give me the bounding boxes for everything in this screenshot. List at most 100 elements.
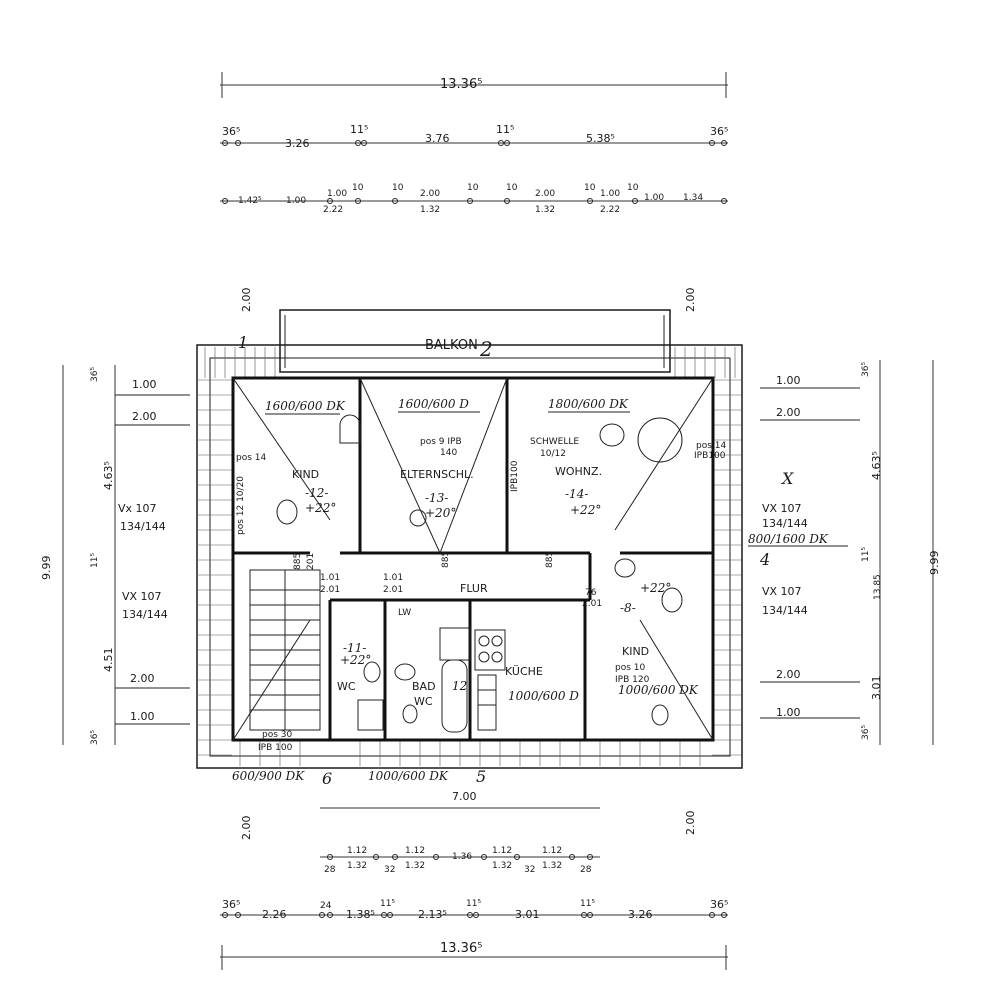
num-kind-1: -12-: [305, 486, 328, 500]
bottom-row2-d1: 2.26: [262, 908, 287, 921]
door-201-d: 2.01: [582, 599, 602, 609]
top-dimension-chains: 13.36⁵ 36⁵ 3.26 11⁵ 3.76 11⁵ 5.38⁵ 36⁵ 1…: [220, 72, 728, 215]
door-885-a: 885: [293, 553, 303, 570]
right-h-100-top: 1.00: [776, 374, 801, 387]
top-row2-d5: 5.38⁵: [586, 132, 615, 145]
note-pos12: pos 12 10/20: [236, 476, 246, 535]
top-row3-sub2: 1.32: [535, 205, 555, 215]
top-row3-d6: 10: [467, 183, 479, 193]
right-vx-1: VX 107: [762, 502, 802, 515]
right-v-4635: 4.63⁵: [870, 451, 883, 480]
left-v-365-bot: 36⁵: [90, 730, 100, 745]
room-wc: WC: [337, 680, 356, 693]
top-row2-d1: 3.26: [285, 137, 310, 150]
top-row2-d2: 11⁵: [350, 123, 368, 136]
room-labels: KIND ELTERNSCHL. WOHNZ. FLUR BAD WC WC K…: [292, 465, 649, 708]
left-h-200-bot: 2.00: [130, 672, 155, 685]
marker-x: X: [780, 469, 794, 488]
top-row3-d10: 1.00: [600, 189, 620, 199]
left-v-4635: 4.63⁵: [102, 461, 115, 490]
room-flur: FLUR: [460, 582, 488, 595]
num-kind-2: -8-: [620, 601, 636, 615]
room-kind-2: KIND: [622, 645, 649, 658]
bottom-row2-d5: 2.13⁵: [418, 908, 447, 921]
bottom-row2-d10: 36⁵: [710, 898, 728, 911]
top-row3-d5: 2.00: [420, 189, 440, 199]
rad-right: 800/1600 DK: [748, 532, 829, 546]
note-lw: LW: [398, 608, 411, 618]
top-row3-d8: 2.00: [535, 189, 555, 199]
left-vx-2: VX 107: [122, 590, 162, 603]
radiator-notes: 1600/600 DK 1600/600 D 1800/600 DK 800/1…: [232, 397, 848, 783]
right-vx-2-size: 134/144: [762, 604, 808, 617]
marker-5: 5: [476, 767, 486, 786]
bottom-row1-sub3: 1.32: [542, 861, 562, 871]
bottom-row2-d6: 11⁵: [466, 899, 481, 909]
note-pos30-val: IPB 100: [258, 743, 293, 753]
top-row3-d11: 10: [627, 183, 639, 193]
note-pos14-a: pos 14: [696, 441, 726, 451]
top-row3-sub3: 2.22: [600, 205, 620, 215]
num-wohnz: -14-: [565, 487, 588, 501]
door-101-a: 1.01: [320, 573, 340, 583]
top-row3-d0: 1.42⁵: [238, 196, 262, 206]
furniture-symbols: [276, 414, 683, 726]
bottom-row1-s2: 32: [524, 865, 535, 875]
top-row3-d9: 10: [584, 183, 596, 193]
bottom-row1-d4: 1.12: [542, 846, 562, 856]
top-row2-d3: 3.76: [425, 132, 450, 145]
bottom-row2-d8: 11⁵: [580, 899, 595, 909]
top-row3-d4: 10: [392, 183, 404, 193]
top-overall-dim: 13.36⁵: [440, 77, 482, 92]
note-pos9: pos 9 IPB: [420, 437, 462, 447]
left-h-100-top: 1.00: [132, 378, 157, 391]
temp-kind-1: +22°: [305, 501, 336, 515]
bottom-row2-d3: 1.38⁵: [346, 908, 375, 921]
left-v-200-bot: 2.00: [240, 816, 253, 841]
room-wohnz: WOHNZ.: [555, 465, 602, 478]
right-v-200-bot: 2.00: [684, 811, 697, 836]
bottom-seven: 7.00: [452, 790, 477, 803]
bathroom-fixtures: [357, 627, 471, 733]
top-row3-d12: 1.00: [644, 193, 664, 203]
top-row2-d4: 11⁵: [496, 123, 514, 136]
staircase: [249, 569, 321, 731]
num-wc: -11-: [343, 641, 366, 655]
balcony: BALKON 2: [279, 309, 671, 373]
door-76: 76: [585, 588, 597, 598]
building-outline: [196, 344, 743, 769]
door-885-c: 885: [545, 551, 555, 568]
bottom-row1-sub2: 1.32: [492, 861, 512, 871]
left-h-200-top: 2.00: [132, 410, 157, 423]
temp-kind-2: +22°: [640, 581, 671, 595]
bottom-row1-d3: 1.12: [492, 846, 512, 856]
bottom-row1-s3: 28: [580, 865, 592, 875]
rad-bottom-left: 600/900 DK: [232, 769, 305, 783]
top-row3-d13: 1.34: [683, 193, 703, 203]
rad-eltern: 1600/600 D: [398, 397, 469, 411]
bottom-row1-sub0: 1.32: [347, 861, 367, 871]
right-v-365-bot: 36⁵: [861, 725, 871, 740]
bottom-row1-d2: 1.36: [452, 852, 472, 862]
note-pos10-val: IPB 120: [615, 675, 650, 685]
top-row3-d2: 1.00: [327, 189, 347, 199]
top-row3-d3: 10: [352, 183, 364, 193]
bottom-overall-dim: 13.36⁵: [440, 941, 482, 956]
rad-wohnz: 1800/600 DK: [548, 397, 629, 411]
note-schwelle-val: 10/12: [540, 449, 566, 459]
left-v-200-top: 2.00: [240, 288, 253, 313]
room-wc-bad: WC: [414, 695, 433, 708]
left-dimension-chains: 2.00 36⁵ 4.63⁵ 11⁵ 9.99 4.51 36⁵ 2.00 1.…: [40, 288, 253, 841]
bottom-row1-d1: 1.12: [405, 846, 425, 856]
bottom-row1-s0: 28: [324, 865, 336, 875]
room-eltern: ELTERNSCHL.: [400, 468, 474, 481]
right-v-365-top: 36⁵: [861, 362, 871, 377]
kitchen-fixtures: [474, 629, 506, 731]
rad-bottom-mid: 1000/600 DK: [368, 769, 449, 783]
left-h-100-bot: 1.00: [130, 710, 155, 723]
right-dimension-chains: 2.00 36⁵ 4.63⁵ 11⁵ 13.85 9.99 3.01 36⁵ 2…: [684, 288, 941, 836]
bottom-dimension-chains: 7.00 1.12 1.12 1.36 1.12 1.12 1.32 1.32 …: [220, 790, 728, 970]
bottom-row2-d2: 24: [320, 901, 332, 911]
room-kind-1: KIND: [292, 468, 319, 481]
